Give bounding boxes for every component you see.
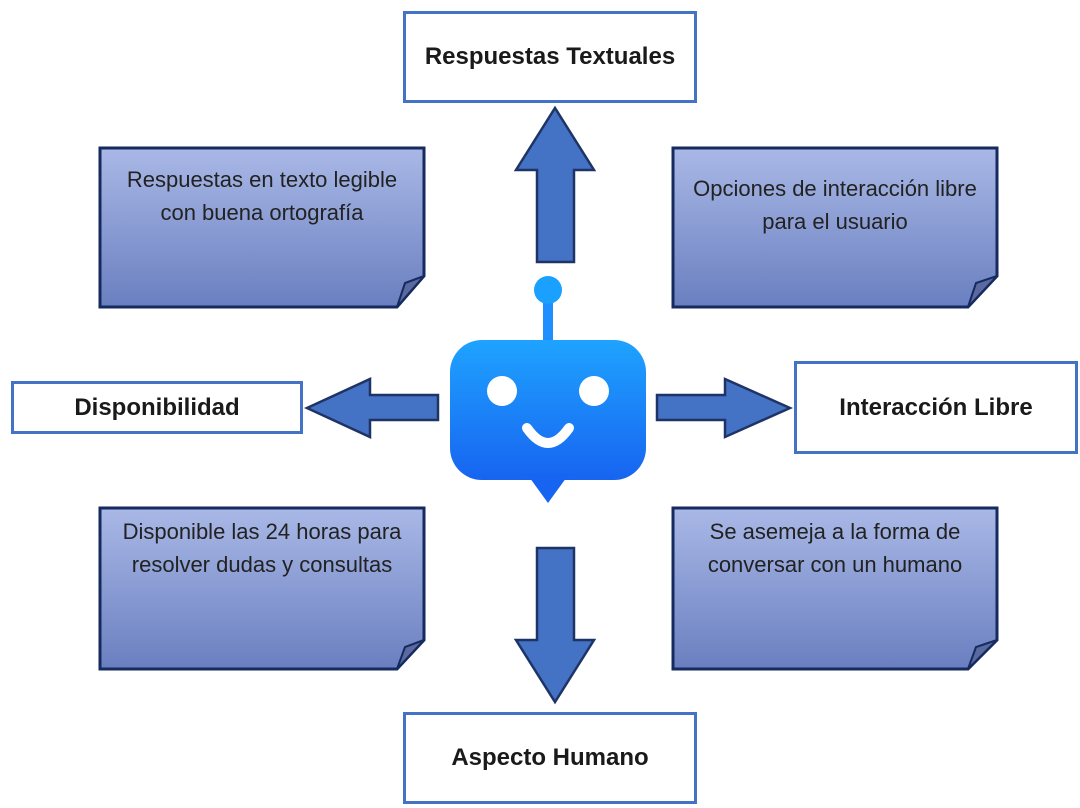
label-text: Disponibilidad: [74, 393, 240, 421]
label-text: Interacción Libre: [839, 393, 1033, 421]
note-bottom-left: [98, 506, 426, 671]
label-disponibilidad: Disponibilidad: [11, 381, 303, 434]
label-text: Respuestas Textuales: [424, 43, 676, 70]
note-text-top-right: Opciones de interacción libre para el us…: [693, 176, 977, 234]
label-interaccion-libre: Interacción Libre: [794, 361, 1078, 454]
arrow-up: [513, 105, 597, 264]
note-text-bottom-left: Disponible las 24 horas para resolver du…: [122, 519, 402, 577]
arrow-down: [513, 546, 597, 705]
note-text-top-left: Respuestas en texto legible con buena or…: [126, 167, 398, 225]
label-text: Aspecto Humano: [451, 744, 649, 771]
chatbot-robot-icon: [450, 276, 646, 503]
note-top-left: [98, 146, 426, 309]
label-respuestas-textuales: Respuestas Textuales: [403, 11, 697, 103]
note-text-bottom-right: Se asemeja a la forma de conversar con u…: [707, 519, 963, 577]
label-aspecto-humano: Aspecto Humano: [403, 712, 697, 804]
note-top-right: [671, 146, 999, 309]
note-bottom-right: [671, 506, 999, 671]
arrow-right: [655, 377, 794, 439]
arrow-left: [304, 377, 440, 439]
